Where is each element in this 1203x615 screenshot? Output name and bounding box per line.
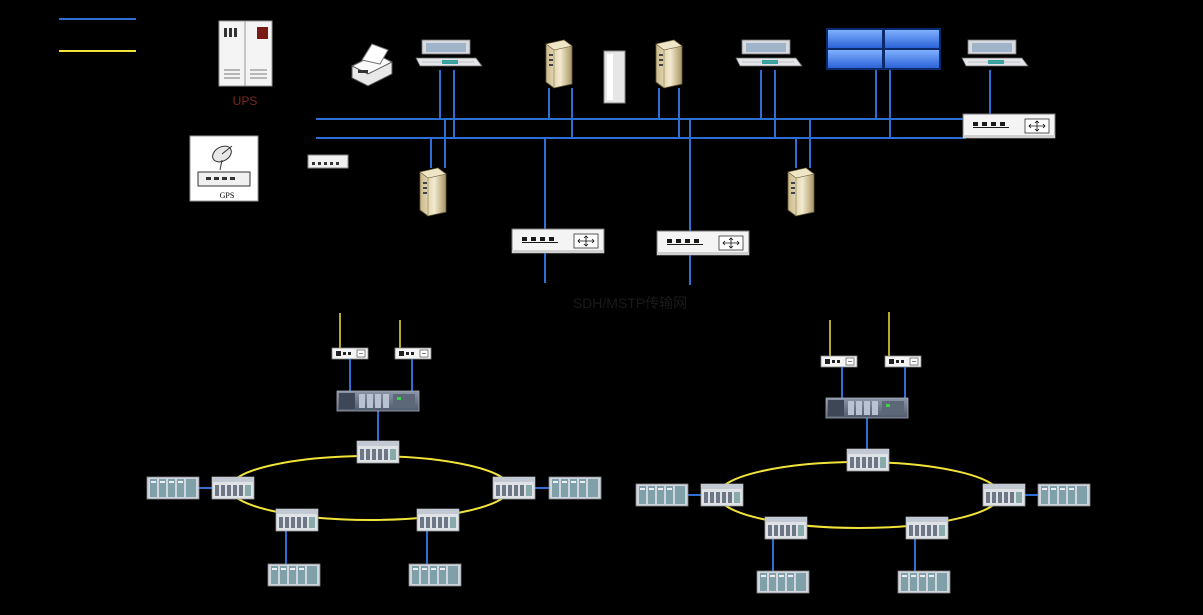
server-icon	[419, 167, 447, 217]
plc-rack-icon	[825, 397, 909, 419]
ring-node-icon	[356, 440, 400, 464]
server-icon	[787, 167, 815, 217]
server-icon	[545, 39, 573, 89]
ring-node-icon	[492, 476, 536, 500]
printer-icon	[350, 43, 394, 87]
io-module-icon	[1037, 483, 1091, 507]
ring-node-icon	[982, 483, 1026, 507]
storage-unit-icon	[603, 50, 626, 104]
io-module-icon	[408, 563, 462, 587]
io-module-icon	[146, 476, 200, 500]
right-station	[635, 312, 1091, 594]
ring-node-icon	[275, 508, 319, 532]
ring-node-icon	[700, 483, 744, 507]
plc-rack-icon	[336, 390, 420, 412]
backbone-bus	[316, 118, 966, 139]
left-station	[146, 313, 602, 587]
media-converter-icon	[820, 355, 858, 368]
ups-cabinet-icon	[218, 20, 273, 87]
workstation-icon	[961, 39, 1029, 67]
server-icon	[655, 39, 683, 89]
media-converter-icon	[331, 347, 369, 360]
io-module-icon	[897, 570, 951, 594]
link-lines	[430, 70, 991, 285]
io-module-icon	[267, 563, 321, 587]
legend	[59, 18, 136, 52]
video-wall-icon	[826, 28, 941, 70]
media-converter-icon	[884, 355, 922, 368]
ups-label: UPS	[233, 94, 258, 108]
fiber-ring	[717, 461, 1001, 529]
gps-label: GPS	[220, 191, 235, 200]
ring-node-icon	[905, 516, 949, 540]
io-module-icon	[548, 476, 602, 500]
io-module-icon	[635, 483, 689, 507]
workstation-icon	[415, 39, 483, 67]
ring-node-icon	[416, 508, 460, 532]
io-module-icon	[756, 570, 810, 594]
hub-icon	[307, 154, 349, 169]
ring-node-icon	[764, 516, 808, 540]
ring-node-icon	[211, 476, 255, 500]
gps-receiver-icon	[189, 135, 259, 202]
media-converter-icon	[394, 347, 432, 360]
access-switch-icon	[656, 230, 750, 256]
core-switch-icon	[962, 113, 1056, 139]
transport-network-label: SDH/MSTP传输网	[573, 295, 687, 311]
ring-node-icon	[846, 448, 890, 472]
fiber-ring	[229, 455, 511, 521]
workstation-icon	[735, 39, 803, 67]
access-switch-icon	[511, 228, 605, 254]
